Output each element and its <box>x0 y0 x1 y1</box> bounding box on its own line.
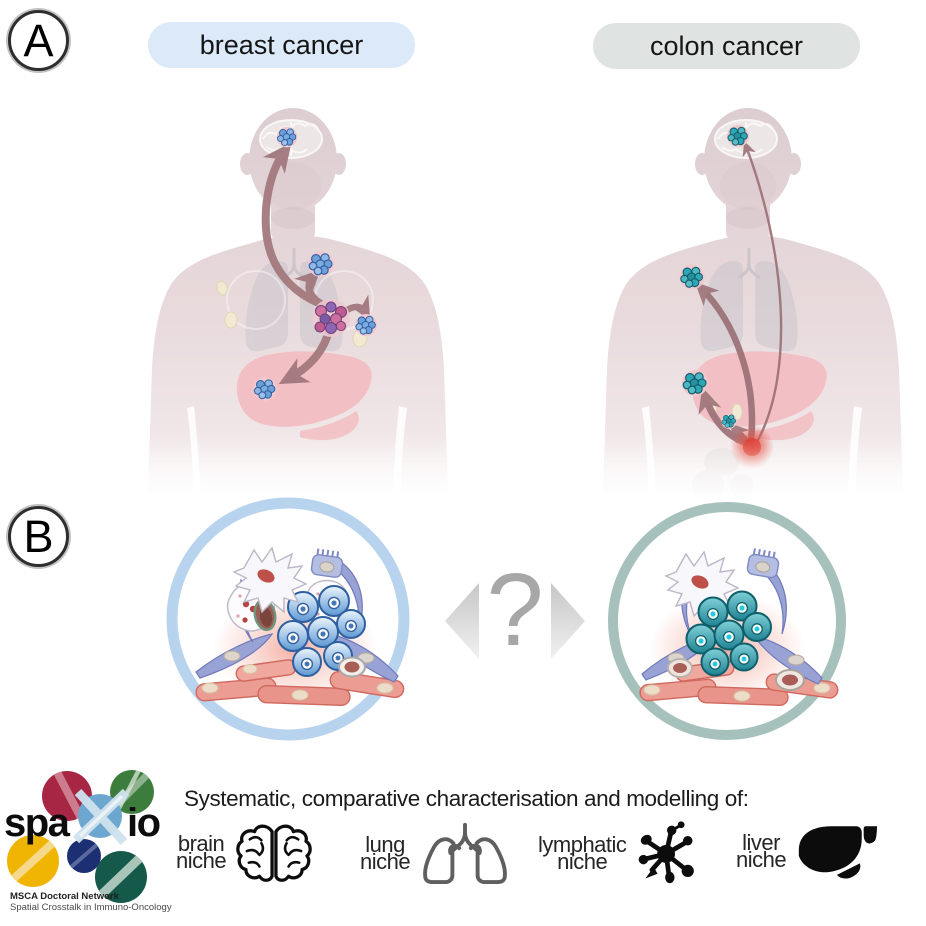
breast-lymph-metastasis <box>354 313 378 337</box>
arrow-to-brain <box>742 140 783 442</box>
dendritic-cell <box>232 546 308 614</box>
panel-a-marker: A <box>8 10 69 71</box>
spacio-logo-circles <box>7 770 154 903</box>
colon-tumor-nuclei <box>694 601 763 670</box>
logo-word-io: io <box>127 801 161 845</box>
lungs-icon <box>423 822 507 885</box>
colon-lymph-metastasis <box>720 412 738 430</box>
breast-brain-metastasis <box>276 126 298 148</box>
breast-niche-illustration <box>195 546 405 707</box>
panel-b-marker: B <box>8 506 69 567</box>
arrow-to-lung <box>294 269 324 307</box>
arrow-to-lung <box>694 281 756 445</box>
breast-liver-metastasis <box>252 376 278 402</box>
footer-headline: Systematic, comparative characterisation… <box>184 786 749 811</box>
logo-word-spa: spa <box>4 801 70 845</box>
breast-lung-metastasis <box>307 250 335 278</box>
colon-niche-illustration <box>639 548 839 706</box>
epithelial-cell <box>310 548 344 578</box>
colon-lung-metastasis <box>679 264 705 290</box>
logo-subtitle-name: Spatial Crosstalk in Immuno-Oncology <box>10 902 172 913</box>
breast-cancer-label: breast cancer <box>148 22 415 68</box>
chevron-right-icon <box>551 583 585 659</box>
colon-cancer-label: colon cancer <box>593 23 860 69</box>
epithelial-cell <box>746 548 780 579</box>
logo-subtitle-network: MSCA Doctoral Network <box>10 891 119 902</box>
comparison-question-mark: ? <box>486 552 544 667</box>
breast-cancer-body <box>146 106 450 494</box>
colon-liver-metastasis <box>681 369 709 397</box>
breast-tumor-nuclei <box>286 596 358 671</box>
breast-primary-tumor <box>312 299 350 337</box>
breast-tumor-cells <box>277 585 366 677</box>
chevron-left-icon <box>445 583 479 659</box>
brain-icon <box>236 824 312 882</box>
pericyte-cells <box>667 658 805 691</box>
pericyte-cell <box>338 656 366 678</box>
liver-icon <box>798 826 878 879</box>
colon-brain-metastasis <box>726 124 750 148</box>
lymph-node-icon <box>639 821 695 884</box>
